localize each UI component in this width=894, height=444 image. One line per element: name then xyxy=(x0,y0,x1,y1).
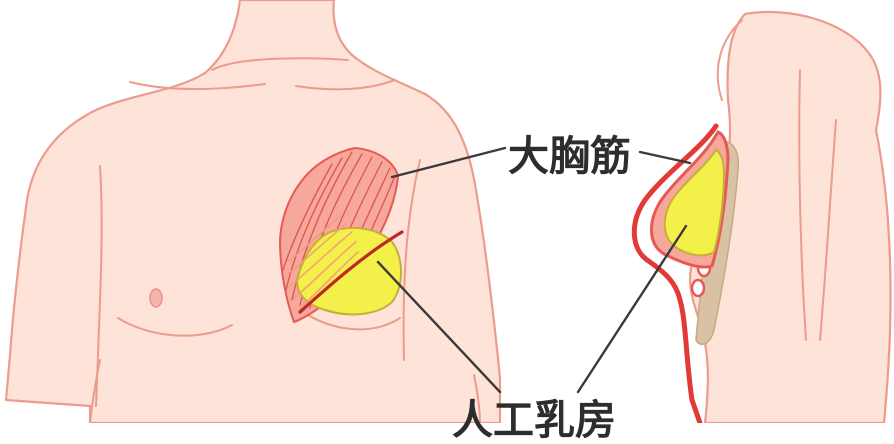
implant-leader-side xyxy=(578,226,686,392)
breast-implant-diagram xyxy=(0,0,894,423)
implant-label: 人工乳房 xyxy=(452,400,616,441)
front-view-torso xyxy=(6,0,500,423)
pectoralis-label: 大胸筋 xyxy=(508,136,631,177)
front-nipple-left xyxy=(150,289,162,307)
side-rib-4 xyxy=(692,280,704,296)
front-torso-body xyxy=(6,0,500,423)
pectoralis-leader-side xyxy=(640,152,690,163)
